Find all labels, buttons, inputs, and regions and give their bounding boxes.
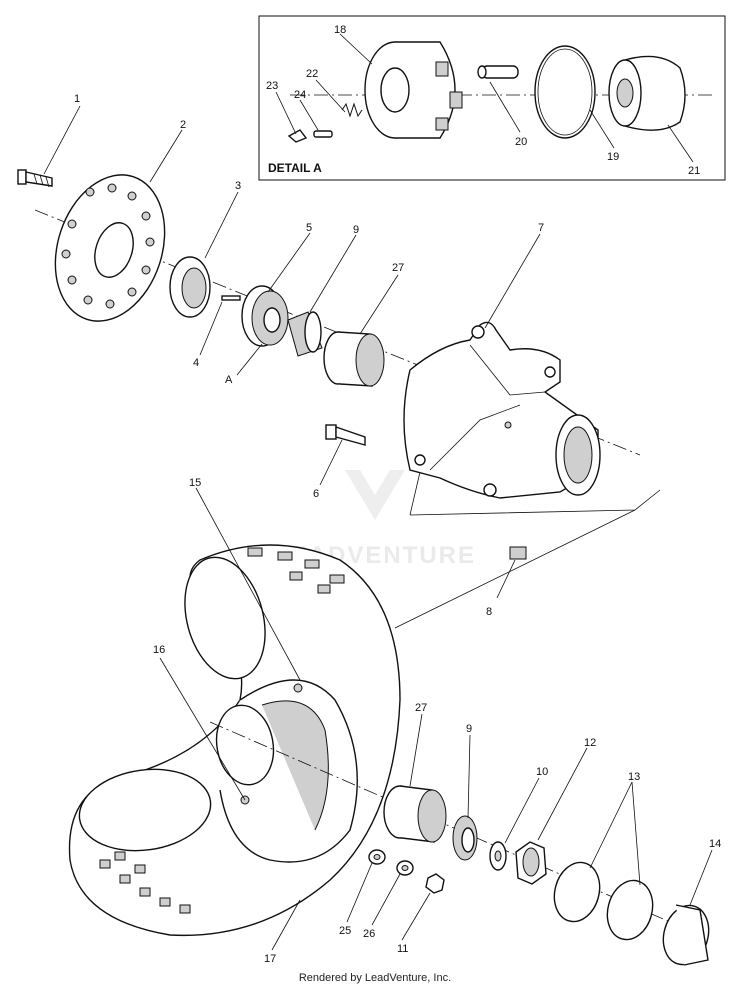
footer-credit: Rendered by LeadVenture, Inc.	[298, 972, 452, 984]
part-3-seal	[169, 256, 211, 318]
part-22-spring	[341, 102, 363, 118]
part-18-hub-ring	[364, 41, 463, 139]
part-1-bolt	[17, 169, 53, 188]
callout-20: 20	[515, 136, 527, 148]
callout-12: 12	[584, 737, 596, 749]
callout-22: 22	[306, 68, 318, 80]
callout-9-upper: 9	[353, 224, 359, 236]
part-9-bearing-lower	[452, 815, 478, 861]
callout-a: A	[225, 374, 233, 386]
part-11-nut	[425, 873, 445, 894]
callout-3: 3	[235, 180, 241, 192]
part-26-lock-washer	[396, 860, 414, 876]
callout-15: 15	[189, 477, 201, 489]
part-27-race-upper	[323, 331, 385, 387]
callout-18: 18	[334, 24, 346, 36]
part-27-race-lower	[383, 785, 447, 843]
part-20-pin	[477, 65, 519, 79]
callout-1: 1	[74, 93, 80, 105]
part-12-castle-nut	[515, 841, 547, 885]
callout-7: 7	[538, 222, 544, 234]
part-8-set-screw	[509, 546, 527, 560]
callout-11: 11	[397, 943, 408, 955]
callout-16: 16	[153, 644, 165, 656]
callout-2: 2	[180, 119, 186, 131]
callout-19: 19	[607, 151, 619, 163]
callout-14: 14	[709, 838, 721, 850]
part-23-ball	[287, 129, 308, 143]
part-19-o-ring	[534, 45, 596, 139]
callout-13: 13	[628, 771, 640, 783]
callout-27-upper: 27	[392, 262, 404, 274]
callout-17: 17	[264, 953, 276, 965]
callout-23: 23	[266, 80, 278, 92]
callout-10: 10	[536, 766, 548, 778]
part-9-bearing-upper	[287, 311, 323, 357]
part-5-sprag-hub	[241, 285, 289, 347]
part-21-cap-nut	[608, 55, 686, 131]
callout-9-lower: 9	[466, 723, 472, 735]
part-2-brake-disc	[54, 174, 166, 322]
leader-lines	[43, 105, 713, 951]
callout-5: 5	[306, 222, 312, 234]
part-13-o-rings	[553, 861, 654, 941]
callout-27-lower: 27	[415, 702, 427, 714]
part-10-washer	[489, 841, 507, 871]
part-16-rim	[215, 679, 358, 863]
detail-a-title: DETAIL A	[268, 161, 322, 175]
callout-25: 25	[339, 925, 351, 937]
part-25-washer	[368, 849, 386, 865]
part-14-hub-cap	[662, 904, 710, 966]
callout-4: 4	[193, 357, 199, 369]
detail-a-box: DETAIL A	[258, 15, 726, 181]
callouts: 1 2 3 4 5 A 9 27 7 6 8 15 16 17 27 9 10 …	[74, 93, 721, 965]
callout-21: 21	[688, 165, 700, 177]
callout-8: 8	[486, 606, 492, 618]
callout-26: 26	[363, 928, 375, 940]
callout-24: 24	[294, 89, 306, 101]
part-4-key	[221, 295, 241, 301]
callout-6: 6	[313, 488, 319, 500]
part-7-hub-housing	[403, 321, 601, 499]
part-24-pin	[313, 130, 333, 138]
part-6-bolt	[325, 424, 366, 446]
